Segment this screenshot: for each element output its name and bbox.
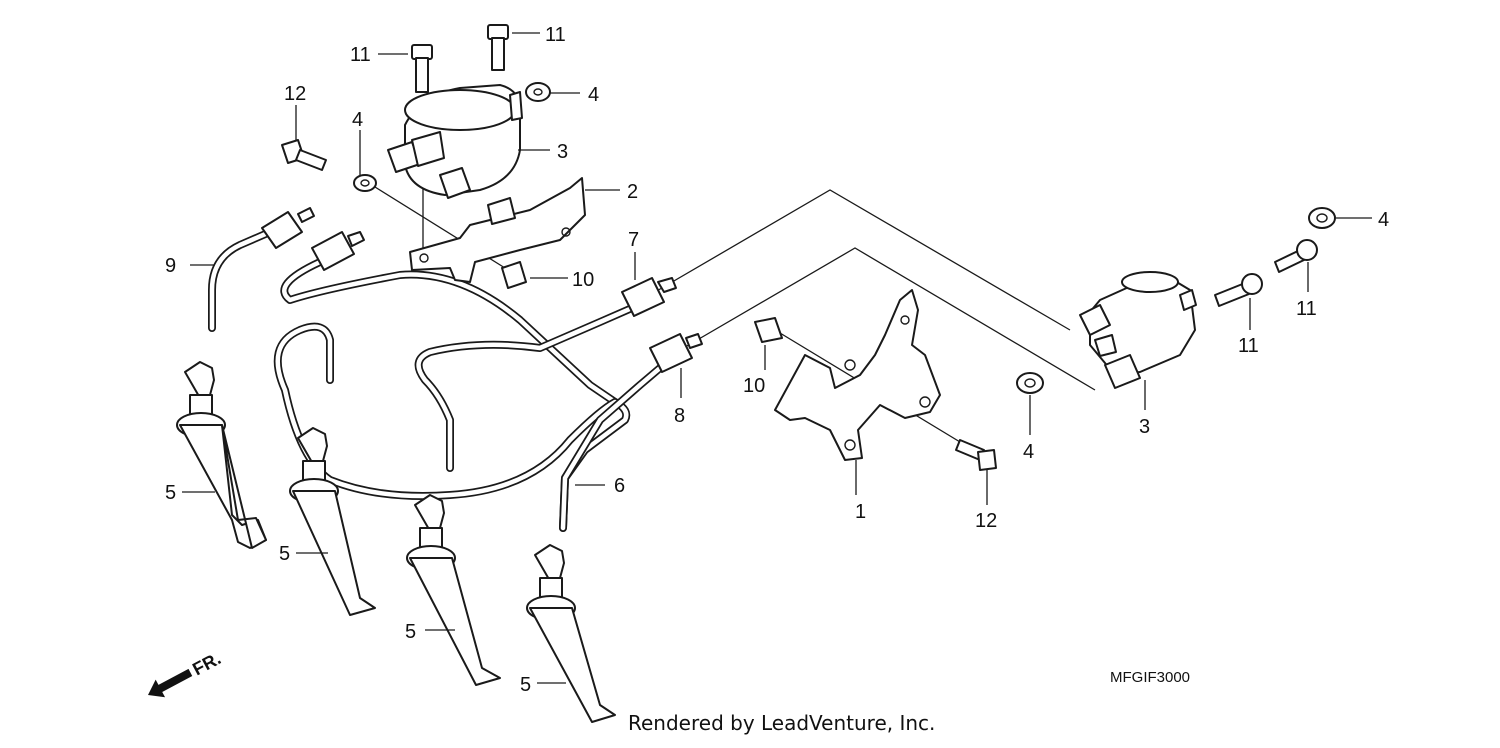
callout-4: 4 (1378, 209, 1389, 231)
spark-plug-cap-4 (526, 544, 616, 723)
bolt-12-left (281, 139, 327, 171)
callout-5: 5 (165, 482, 176, 504)
callout-11: 11 (1296, 298, 1317, 320)
callout-10: 10 (572, 269, 594, 291)
callout-labels: 1 2 3 3 4 4 4 4 5 5 5 5 6 7 8 9 10 10 11… (165, 24, 1389, 696)
front-direction-arrow: FR. (148, 648, 224, 698)
bolt-11-right-b (1214, 273, 1263, 307)
washer-4-left (353, 174, 377, 192)
callout-10: 10 (743, 375, 765, 397)
spark-plug-cap-3 (406, 494, 501, 686)
front-label: FR. (189, 648, 224, 679)
collar-10-right (754, 317, 783, 343)
callout-11: 11 (350, 44, 371, 66)
coil-bracket-right (774, 289, 941, 461)
callout-12: 12 (284, 83, 306, 105)
secondary-wire-9 (208, 228, 274, 332)
collar-10-left (501, 261, 527, 289)
washer-4-right (1308, 207, 1336, 229)
bolt-11-upper-left (411, 44, 433, 93)
ignition-coil-upper (387, 84, 523, 199)
bolt-11-upper-right (487, 24, 509, 71)
callout-3: 3 (557, 141, 568, 163)
washer-4-upper (525, 82, 551, 102)
callout-11: 11 (1238, 335, 1259, 357)
callout-4: 4 (352, 109, 363, 131)
wire-connector-8 (649, 333, 703, 373)
ignition-coil-right (1079, 271, 1197, 389)
secondary-wire-8 (559, 364, 664, 532)
spark-plug-cap-2 (289, 427, 376, 616)
diagram-code: MFGIF3000 (1110, 669, 1190, 686)
washer-4-middle (1016, 372, 1044, 394)
callout-5: 5 (520, 674, 531, 696)
arrow-left-icon (148, 668, 193, 698)
bolt-11-right-a (1274, 239, 1318, 273)
callout-6: 6 (614, 475, 625, 497)
callout-4: 4 (1023, 441, 1034, 463)
callout-5: 5 (405, 621, 416, 643)
callout-leaders (182, 32, 1372, 684)
callout-9: 9 (165, 255, 176, 277)
wire-connector-9 (261, 207, 315, 249)
callout-8: 8 (674, 405, 685, 427)
secondary-wire-loop (280, 258, 619, 406)
coil-bracket (409, 177, 586, 283)
callout-3: 3 (1139, 416, 1150, 438)
wire-connector-loop (311, 231, 365, 271)
callout-11: 11 (545, 24, 566, 46)
callout-5: 5 (279, 543, 290, 565)
wire-connector-7 (621, 277, 677, 317)
callout-2: 2 (627, 181, 638, 203)
secondary-wire-7 (414, 304, 636, 472)
spark-plug-cap-1 (176, 361, 267, 549)
callout-4: 4 (588, 84, 599, 106)
bolt-12-right (955, 439, 997, 471)
render-credit: Rendered by LeadVenture, Inc. (628, 711, 935, 735)
callout-1: 1 (855, 501, 866, 523)
callout-7: 7 (628, 229, 639, 251)
callout-12: 12 (975, 510, 997, 532)
